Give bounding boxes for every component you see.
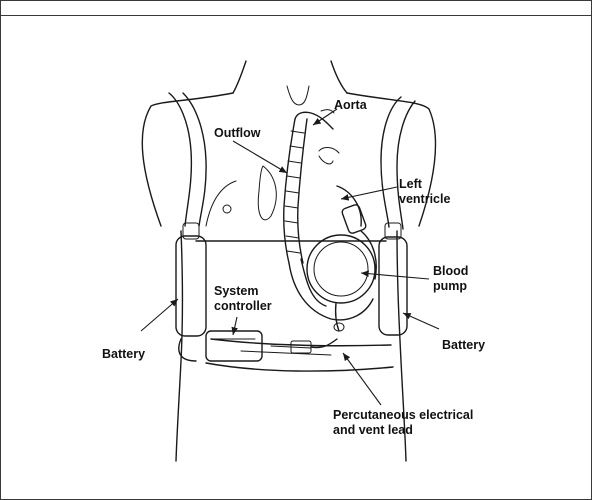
heart — [319, 147, 367, 234]
label-blood-pump: Blood pump — [433, 264, 468, 294]
label-percutaneous-lead: Percutaneous electrical and vent lead — [333, 408, 473, 438]
battery-left-device — [176, 223, 206, 361]
outflow-graft — [284, 110, 334, 263]
label-battery-right: Battery — [442, 338, 485, 353]
label-system-controller: System controller — [214, 284, 272, 314]
blood-pump-device — [289, 231, 376, 331]
harness-straps — [169, 93, 415, 229]
label-left-ventricle: Left ventricle — [399, 177, 450, 207]
label-aorta: Aorta — [334, 98, 367, 113]
battery-right-device — [379, 223, 407, 335]
label-outflow: Outflow — [214, 126, 261, 141]
label-battery-left: Battery — [102, 347, 145, 362]
